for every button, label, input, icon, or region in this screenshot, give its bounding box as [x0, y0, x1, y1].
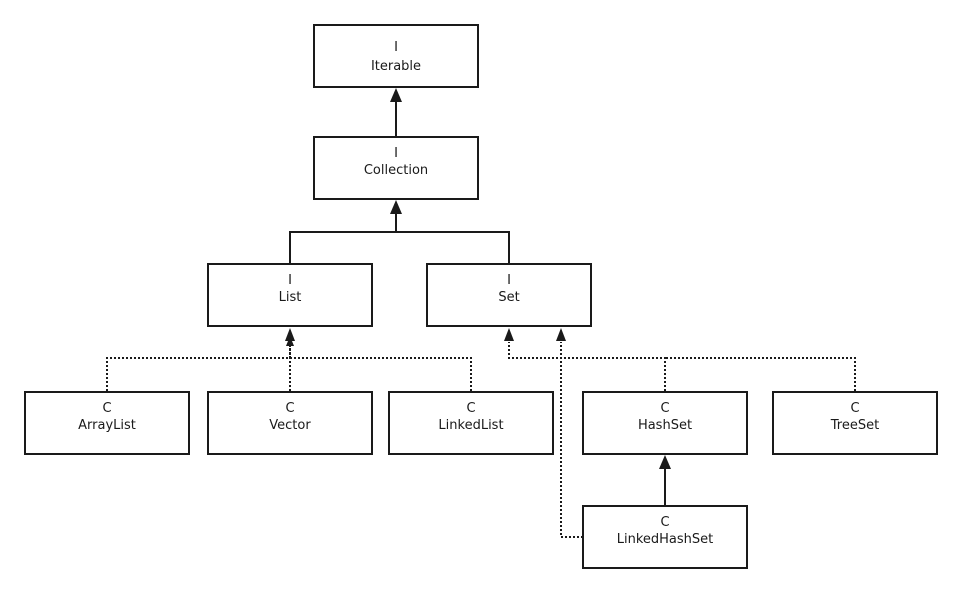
node-name: ArrayList — [78, 418, 136, 433]
edge-set-to-collection — [396, 231, 510, 264]
node-name: Iterable — [371, 59, 421, 74]
arrowhead-set-right — [556, 328, 566, 341]
node-name: TreeSet — [830, 418, 879, 433]
node-kind: I — [507, 273, 511, 288]
edge-hashset-to-set — [508, 342, 666, 391]
edge-arraylist-to-list — [106, 342, 291, 391]
node-list: I List — [207, 263, 373, 327]
node-kind: C — [102, 401, 111, 416]
node-iterable: I Iterable — [313, 24, 479, 88]
arrowhead-list — [285, 328, 295, 341]
node-linkedlist: C LinkedList — [388, 391, 554, 455]
node-name: LinkedHashSet — [617, 532, 714, 547]
nodes: I Iterable I Collection I List I Set C A… — [24, 24, 938, 569]
node-hashset: C HashSet — [582, 391, 748, 455]
node-name: List — [279, 290, 302, 305]
edges — [106, 88, 856, 538]
node-name: Vector — [269, 418, 311, 433]
node-set: I Set — [426, 263, 592, 327]
edge-linkedhashset-to-set — [560, 342, 583, 538]
arrowhead-hashset — [659, 455, 671, 469]
edge-list-to-collection — [289, 212, 397, 264]
node-arraylist: C ArrayList — [24, 391, 190, 455]
arrowhead-set-left — [504, 328, 514, 341]
node-kind: I — [394, 40, 398, 55]
node-kind: C — [285, 401, 294, 416]
node-treeset: C TreeSet — [772, 391, 938, 455]
node-name: Collection — [364, 163, 428, 178]
node-kind: C — [660, 401, 669, 416]
node-collection: I Collection — [313, 136, 479, 200]
arrowhead-collection — [390, 200, 402, 214]
node-linkedhashset: C LinkedHashSet — [582, 505, 748, 569]
node-kind: C — [466, 401, 475, 416]
arrowhead-list-inner — [286, 336, 294, 346]
node-kind: C — [660, 515, 669, 530]
node-name: HashSet — [638, 418, 692, 433]
node-name: LinkedList — [438, 418, 503, 433]
node-kind: I — [394, 146, 398, 161]
edge-treeset-to-set — [665, 357, 856, 391]
arrowhead-iterable — [390, 88, 402, 102]
node-vector: C Vector — [207, 391, 373, 455]
edge-linkedlist-to-list — [290, 357, 472, 391]
node-kind: C — [850, 401, 859, 416]
node-name: Set — [498, 290, 519, 305]
node-kind: I — [288, 273, 292, 288]
